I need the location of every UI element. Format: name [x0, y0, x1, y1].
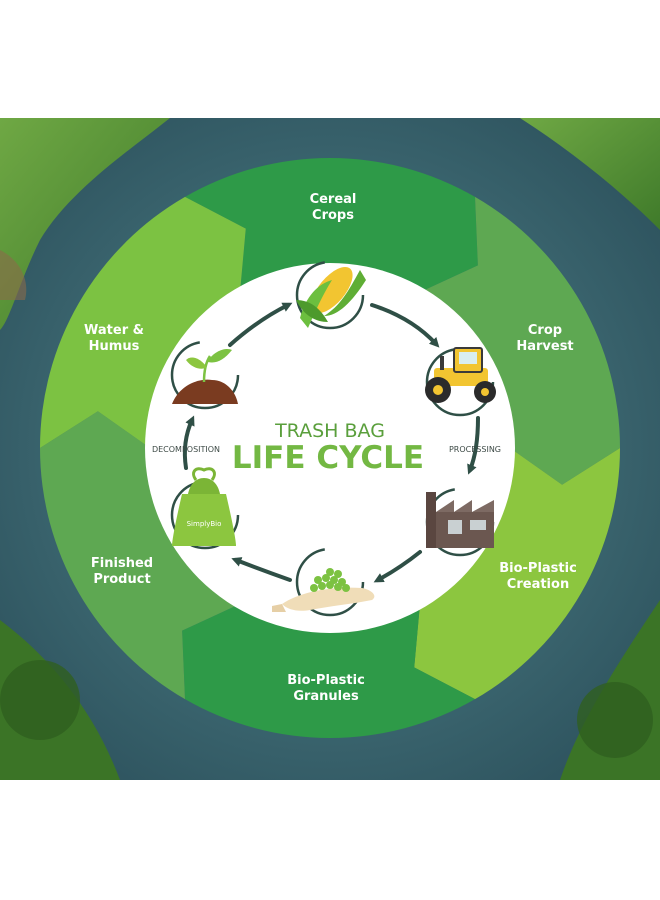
segment-label-finished-product: Finished Product	[91, 556, 153, 587]
ring-segment-finished-product	[40, 411, 240, 700]
arrow-plant-to-corn	[228, 302, 293, 347]
granules-hand-icon	[272, 568, 375, 612]
ring-segment-cereal-crops	[185, 157, 478, 293]
segment-label-bio-plastic-granules: Bio-Plastic Granules	[287, 673, 365, 704]
arrow-corn-to-tractor	[370, 303, 440, 348]
segment-label-line: Finished	[91, 556, 153, 571]
arrow-granules-to-bag	[231, 557, 292, 582]
corn-icon	[296, 266, 366, 328]
title-line-2: LIFE CYCLE	[232, 440, 424, 476]
segment-label-line: Harvest	[516, 339, 573, 354]
ring-segment-water-humus	[40, 196, 246, 448]
segment-label-line: Creation	[507, 577, 569, 592]
segment-label-line: Cereal	[310, 192, 357, 207]
ring-segment-bio-plastic-granules	[182, 603, 475, 738]
arrow-tractor-to-factory	[467, 416, 480, 475]
title-line-1: TRASH BAG	[274, 420, 385, 442]
bag-brand-text: SimplyBio	[187, 520, 222, 528]
arrow-factory-to-granules	[373, 550, 422, 583]
ring-segment-crop-harvest	[420, 196, 620, 485]
center-disc	[145, 263, 515, 633]
segment-label-line: Water &	[84, 323, 144, 338]
segment-label-line: Product	[93, 572, 150, 587]
trash-bag-icon: SimplyBio	[172, 467, 236, 546]
segment-label-water-humus: Water & Humus	[84, 323, 144, 354]
decomposition-label: DECOMPOSITION	[152, 445, 220, 454]
segment-label-line: Bio-Plastic	[499, 561, 577, 576]
arrow-bag-to-plant	[182, 415, 195, 470]
plant-soil-icon	[172, 349, 238, 404]
ring-segment-bio-plastic-creation	[414, 448, 620, 700]
segment-label-line: Crop	[528, 323, 562, 338]
segment-label-line: Bio-Plastic	[287, 673, 365, 688]
cycle-arrows	[182, 302, 480, 583]
processing-label: PROCESSING	[449, 445, 501, 454]
segment-label-line: Humus	[89, 339, 140, 354]
segment-label-crop-harvest: Crop Harvest	[516, 323, 573, 354]
segment-label-cereal-crops: Cereal Crops	[310, 192, 357, 223]
tractor-icon	[425, 347, 496, 403]
icon-rings	[170, 260, 495, 617]
segment-label-bio-plastic-creation: Bio-Plastic Creation	[499, 561, 577, 592]
segment-label-line: Crops	[312, 208, 354, 223]
cycle-ring	[40, 157, 620, 738]
factory-icon	[426, 492, 494, 548]
segment-label-line: Granules	[293, 689, 359, 704]
